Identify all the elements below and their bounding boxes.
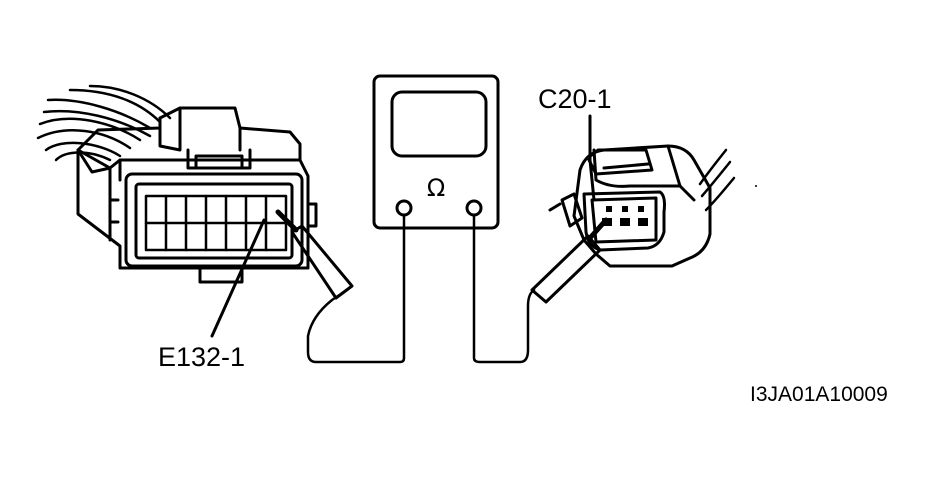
ohm-symbol: Ω bbox=[426, 174, 446, 202]
test-lead-right bbox=[472, 213, 536, 364]
figure-code: I3JA01A10009 bbox=[750, 383, 888, 406]
wire-harness-right bbox=[698, 148, 736, 212]
leader-c20-1 bbox=[588, 114, 596, 202]
connector-c20-1 bbox=[548, 114, 736, 268]
ohmmeter bbox=[372, 74, 500, 230]
leader-e132-1 bbox=[210, 218, 266, 338]
label-connector-e132-1: E132-1 bbox=[158, 342, 246, 372]
meter-terminal-positive bbox=[465, 199, 483, 217]
connector-e132-1 bbox=[36, 84, 318, 338]
meter-terminal-negative bbox=[395, 199, 413, 217]
terminal-cavities bbox=[602, 206, 648, 226]
probe-left bbox=[275, 209, 354, 300]
meter-display bbox=[390, 90, 488, 158]
test-lead-left bbox=[306, 213, 406, 364]
wire-harness-left bbox=[36, 84, 172, 162]
label-connector-c20-1: C20-1 bbox=[538, 84, 612, 114]
terminal-grid bbox=[144, 194, 288, 252]
